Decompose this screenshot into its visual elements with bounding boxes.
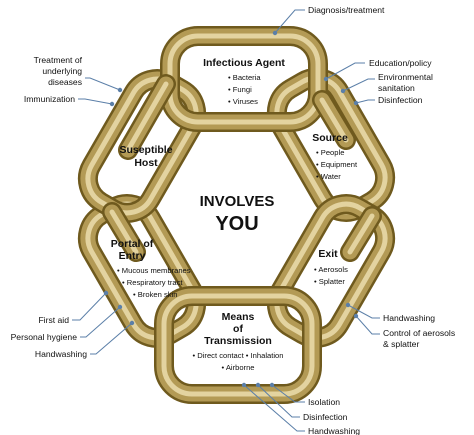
callout-treatment-underlying: diseases (48, 77, 82, 87)
chain-link-means-of-transmission (154, 286, 322, 404)
center-title-line2: YOU (215, 213, 258, 235)
susceptible-host-label: Suseptible Host (119, 144, 172, 169)
means-item: • Airborne (221, 363, 254, 372)
callout-disinfection: Disinfection (378, 95, 423, 105)
callout-handwashing: Handwashing (308, 426, 360, 435)
portal-item: • Mucous membranes (117, 266, 191, 275)
host-title-line: Suseptible (119, 144, 172, 156)
portal-title-line: Entry (119, 250, 146, 262)
source-item: • Equipment (316, 160, 358, 169)
callout-personal-hygiene: Personal hygiene (11, 332, 78, 342)
callout-handwashing: Handwashing (383, 313, 435, 323)
callout-environmental-sanitation: Environmental (378, 72, 433, 82)
source-title: Source (312, 132, 348, 144)
portal-item: • Broken skin (133, 290, 177, 299)
callout-education-policy: Education/policy (369, 58, 432, 68)
source-label: Source • People • Equipment • Water (312, 132, 358, 181)
source-item: • People (316, 148, 344, 157)
center-title-line1: INVOLVES (200, 193, 275, 210)
center-message: INVOLVES YOU (200, 193, 275, 235)
exit-item: • Splatter (314, 277, 345, 286)
callout-environmental-sanitation: sanitation (378, 83, 415, 93)
means-item: • Direct contact • Inhalation (192, 351, 283, 360)
infectious-agent-item: • Bacteria (228, 73, 261, 82)
callout-isolation: Isolation (308, 397, 340, 407)
means-title-line: Means (222, 311, 255, 323)
source-item: • Water (316, 172, 341, 181)
exit-label: Exit • Aerosols • Splatter (314, 248, 348, 286)
means-title-line: of (233, 323, 243, 335)
portal-title-line: Portal of (111, 238, 154, 250)
callout-leader-lines (72, 9, 380, 432)
callout-handwashing: Handwashing (35, 349, 87, 359)
callout-immunization: Immunization (24, 94, 75, 104)
exit-item: • Aerosols (314, 265, 348, 274)
host-title-line: Host (134, 157, 158, 169)
portal-item: • Respiratory tract (122, 278, 183, 287)
callout-anchor-dots (103, 30, 359, 388)
infectious-agent-item: • Viruses (228, 97, 258, 106)
means-of-transmission-label: Means of Transmission • Direct contact •… (192, 311, 283, 372)
callout-treatment-underlying: Treatment of (34, 55, 83, 65)
means-title-line: Transmission (204, 335, 272, 347)
infectious-agent-label: Infectious Agent • Bacteria • Fungi • Vi… (203, 57, 285, 106)
callout-treatment-underlying: underlying (42, 66, 82, 76)
portal-of-entry-label: Portal of Entry • Mucous membranes • Res… (111, 238, 191, 299)
callout-first-aid: First aid (38, 315, 69, 325)
callout-labels: Diagnosis/treatment Education/policy Env… (11, 5, 456, 435)
callout-control-aerosols: & splatter (383, 339, 419, 349)
infectious-agent-title: Infectious Agent (203, 57, 285, 69)
exit-title: Exit (318, 248, 338, 260)
chain-interlock-overlaps (102, 74, 382, 262)
callout-diagnosis-treatment: Diagnosis/treatment (308, 5, 385, 15)
callout-control-aerosols: Control of aerosols (383, 328, 455, 338)
callout-disinfection: Disinfection (303, 412, 348, 422)
infectious-agent-item: • Fungi (228, 85, 252, 94)
